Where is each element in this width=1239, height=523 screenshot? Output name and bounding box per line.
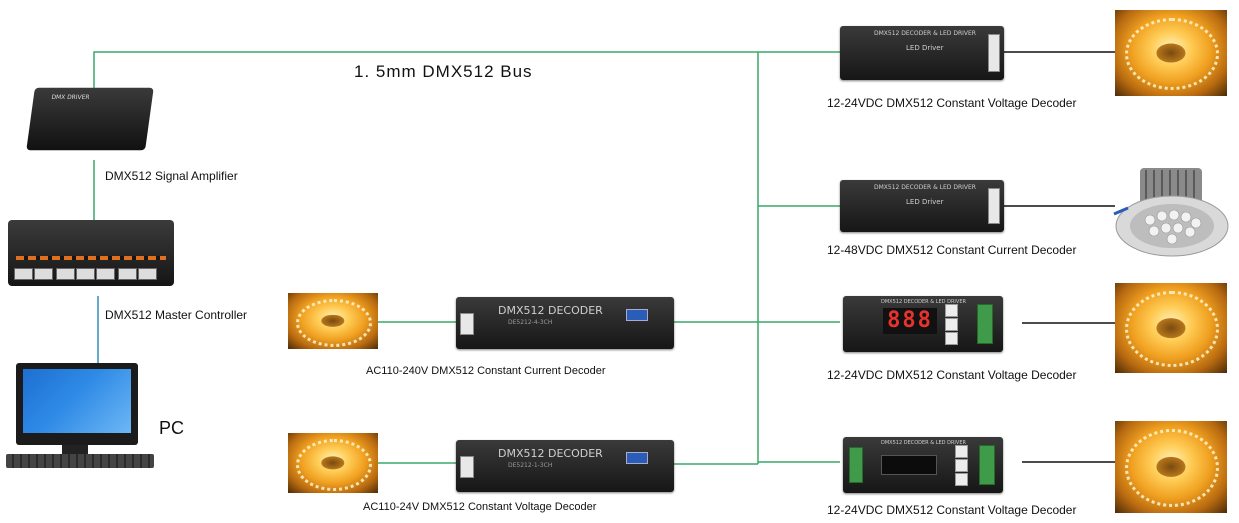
amplifier-panel-text: DMX DRIVER: [50, 93, 90, 101]
rj45-port: [138, 268, 157, 280]
decoder-title: DMX512 DECODER: [498, 304, 603, 317]
pc-monitor: [16, 363, 138, 445]
amplifier-label: DMX512 Signal Amplifier: [105, 169, 238, 183]
control-button: [945, 304, 958, 317]
dip-switch: [626, 452, 648, 464]
dc-cv-decoder-3-label: 12-24VDC DMX512 Constant Voltage Decoder: [827, 503, 1077, 517]
control-button: [955, 473, 968, 486]
led-strip-image: [288, 433, 378, 493]
ac-cc-decoder-label: AC110-240V DMX512 Constant Current Decod…: [366, 365, 606, 377]
led-strip-image: [1115, 10, 1227, 96]
pc-keyboard: [6, 454, 154, 468]
dc-cv-decoder-2: DMX512 DECODER & LED DRIVER 888: [843, 296, 1003, 352]
led-strip-image: [288, 293, 378, 349]
control-button: [955, 459, 968, 472]
dc-cv-decoder-1: DMX512 DECODER & LED DRIVER LED Driver: [840, 26, 1004, 80]
dc-cv-decoder-2-label: 12-24VDC DMX512 Constant Voltage Decoder: [827, 368, 1077, 382]
master-controller: [8, 220, 174, 286]
pc-label: PC: [159, 418, 185, 438]
rj45-port: [56, 268, 75, 280]
rj45-port: [14, 268, 33, 280]
led-strip-image: [1115, 421, 1227, 513]
decoder-sub: LED Driver: [906, 44, 944, 52]
dmx-bus-wire: [93, 51, 840, 105]
bus-label: 1. 5mm DMX512 Bus: [354, 62, 533, 81]
decoder-title: DMX512 DECODER: [498, 447, 603, 460]
dc-cv-decoder-1-label: 12-24VDC DMX512 Constant Voltage Decoder: [827, 96, 1077, 110]
ac-cv-decoder: DMX512 DECODER DE5212-1-3CH: [456, 440, 674, 492]
terminal-block: [460, 456, 474, 478]
decoder-title: DMX512 DECODER & LED DRIVER: [874, 184, 976, 191]
pc-stand: [62, 445, 88, 454]
rj45-port: [118, 268, 137, 280]
ac-cc-decoder: DMX512 DECODER DE5212-4-3CH: [456, 297, 674, 349]
rj45-port: [76, 268, 95, 280]
ac-cv-decoder-label: AC110-24V DMX512 Constant Voltage Decode…: [363, 501, 597, 513]
indicator-strip: [16, 256, 166, 260]
dip-switch: [626, 309, 648, 321]
dc-cv-decoder-3: DMX512 DECODER & LED DRIVER: [843, 437, 1003, 493]
terminal-block: [988, 34, 1000, 72]
decoder-sub: LED Driver: [906, 198, 944, 206]
decoder-title: DMX512 DECODER & LED DRIVER: [881, 299, 966, 305]
terminal-block: [979, 445, 995, 485]
terminal-block: [460, 313, 474, 335]
led-strip-image: [1115, 283, 1227, 373]
control-button: [945, 318, 958, 331]
decoder-model: DE5212-4-3CH: [508, 319, 553, 326]
master-label: DMX512 Master Controller: [105, 308, 248, 322]
signal-amplifier: DMX DRIVER: [26, 87, 154, 151]
control-button: [955, 445, 968, 458]
decoder-title: DMX512 DECODER & LED DRIVER: [881, 440, 966, 446]
seven-segment-display: 888: [883, 308, 937, 334]
terminal-block: [977, 304, 993, 344]
pc-screen: [23, 369, 131, 433]
lcd-display: [881, 455, 937, 475]
rj45-port: [34, 268, 53, 280]
dc-cc-decoder: DMX512 DECODER & LED DRIVER LED Driver: [840, 180, 1004, 232]
decoder-title: DMX512 DECODER & LED DRIVER: [874, 30, 976, 37]
control-button: [945, 332, 958, 345]
decoder-model: DE5212-1-3CH: [508, 462, 553, 469]
led-downlight-image: [1113, 168, 1229, 257]
dc-cc-decoder-label: 12-48VDC DMX512 Constant Current Decoder: [827, 243, 1077, 257]
terminal-block: [849, 447, 863, 483]
rj45-port: [96, 268, 115, 280]
terminal-block: [988, 188, 1000, 224]
